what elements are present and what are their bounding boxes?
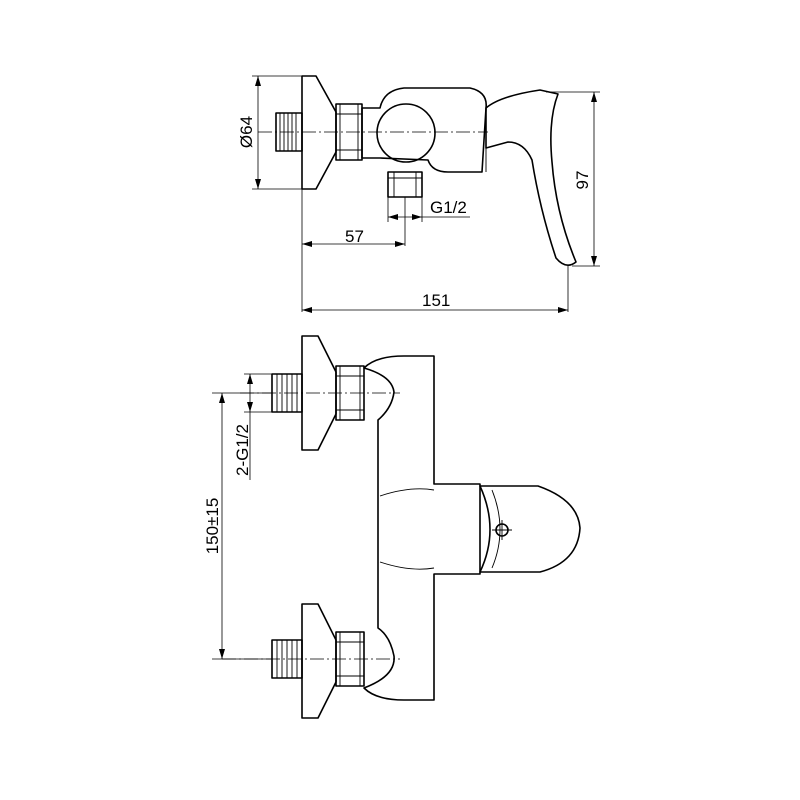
outlet-thread-label: G1/2 <box>430 198 467 217</box>
front-view: 150±15 2-G1/2 <box>203 335 581 719</box>
overall-height-label: 97 <box>573 171 592 190</box>
front-upper-hex-nut <box>335 365 365 421</box>
front-lower-flange <box>301 603 337 719</box>
flange-diameter-label: Ø64 <box>237 116 256 148</box>
side-outlet-fitting <box>387 171 423 198</box>
side-wall-flange <box>301 75 337 190</box>
side-valve-body <box>361 87 487 173</box>
side-hex-nut <box>335 103 363 161</box>
inlet-thread-label: 2-G1/2 <box>233 424 252 476</box>
outlet-offset-label: 57 <box>345 227 364 246</box>
inlet-spacing-label: 150±15 <box>203 498 222 555</box>
front-lower-hex-nut <box>335 631 365 687</box>
side-cartridge-circle <box>376 103 436 163</box>
front-lever-handle <box>479 485 581 573</box>
side-lever-handle <box>485 89 577 266</box>
side-view: Ø64 G1/2 57 151 97 <box>237 75 600 313</box>
front-valve-body <box>363 355 481 701</box>
overall-depth-label: 151 <box>422 291 450 310</box>
